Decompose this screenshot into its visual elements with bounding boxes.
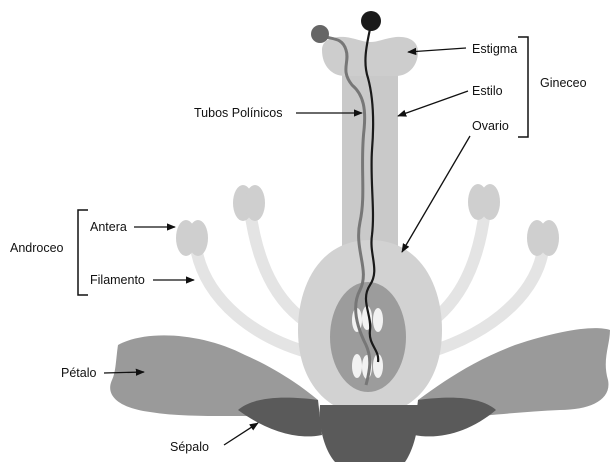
label-androceo: Androceo [10,241,64,255]
label-tubos-polinicos: Tubos Polínicos [194,106,282,120]
anther-right-outer [527,220,559,256]
label-petalo: Pétalo [61,366,96,380]
arrow-estilo [398,91,468,116]
label-filamento: Filamento [90,273,145,287]
anther-left-inner [233,185,265,221]
label-estilo: Estilo [472,84,503,98]
sepal-right [414,398,496,437]
sepal-left [238,398,322,437]
label-antera: Antera [90,220,127,234]
pollen-grain-gray [311,25,329,43]
gineceo-bracket [518,37,528,137]
stigma [322,37,418,76]
anther-right-inner [468,184,500,220]
pollen-grain-dark [361,11,381,31]
arrow-ovario [402,136,470,252]
arrow-sepalo [224,423,258,445]
label-ovario: Ovario [472,119,509,133]
label-estigma: Estigma [472,42,517,56]
label-sepalo: Sépalo [170,440,209,454]
anther-left-outer [176,220,208,256]
androceo-bracket [78,210,88,295]
label-gineceo: Gineceo [540,76,587,90]
sepal-center [320,405,419,462]
